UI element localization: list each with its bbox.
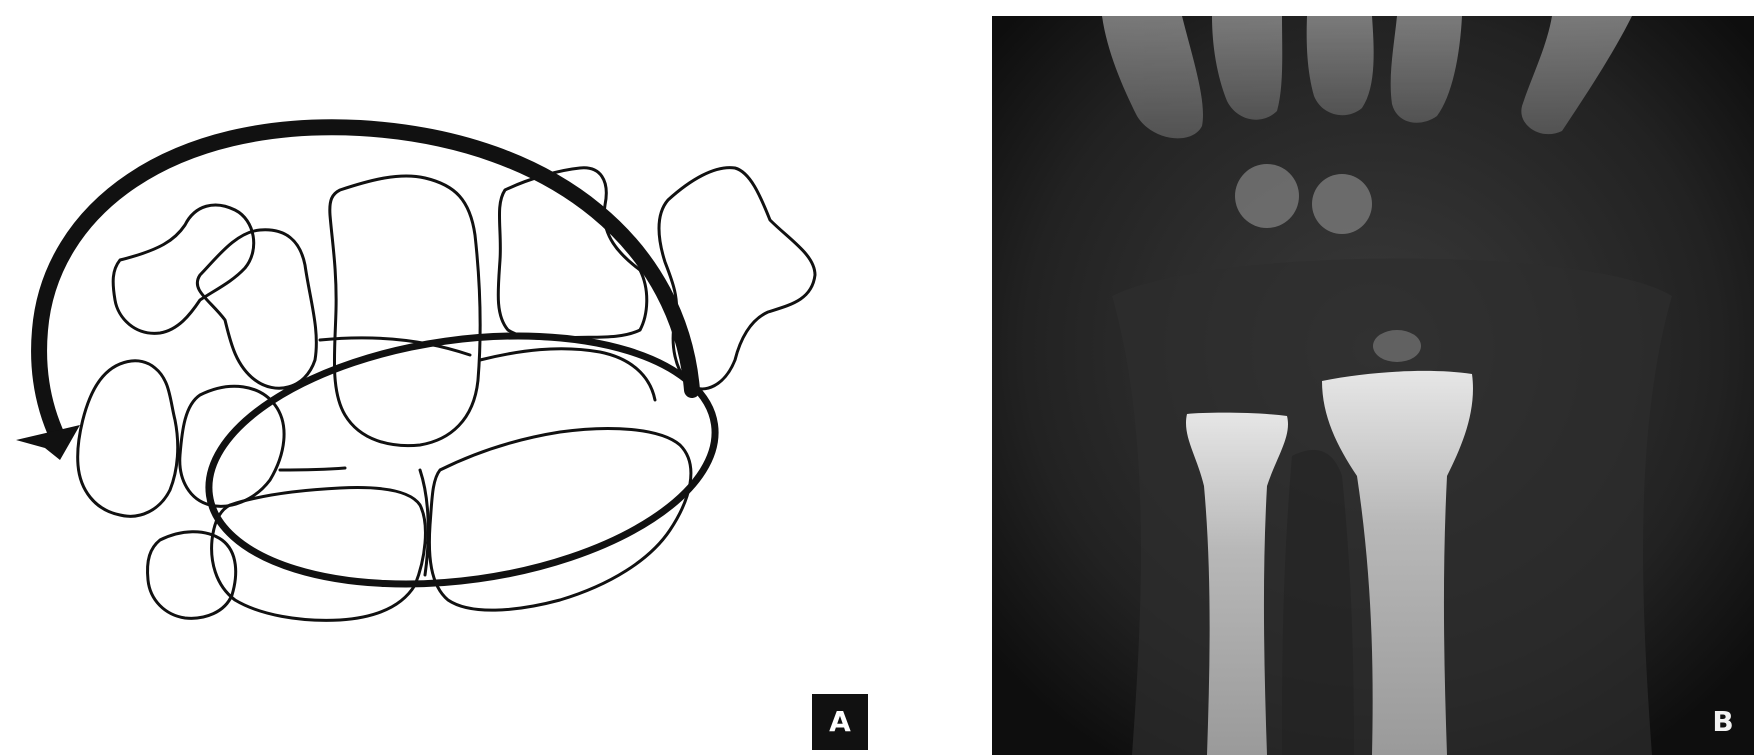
carpal-bone-outline <box>78 361 178 516</box>
panel-b-radiograph: B <box>992 16 1754 755</box>
carpal-ossification-center <box>1235 164 1299 228</box>
carpal-bone-outline <box>330 176 480 446</box>
panel-label-b: B <box>1695 694 1751 750</box>
carpal-bone-outline <box>148 532 236 619</box>
carpal-inner-line <box>280 468 345 470</box>
ossification-arrow <box>39 127 692 438</box>
carpal-ossification-center <box>1312 174 1372 234</box>
carpal-bone-outline <box>212 488 426 621</box>
radial-epiphysis <box>1373 330 1421 362</box>
carpal-inner-line <box>480 349 655 400</box>
panel-a-diagram: A <box>0 0 880 755</box>
carpal-bone-outline <box>197 230 316 388</box>
carpal-bone-outline <box>113 205 254 333</box>
metacarpal-bone <box>1307 16 1374 115</box>
wrist-xray <box>992 16 1754 755</box>
carpal-diagram <box>0 0 880 755</box>
panel-label-a: A <box>812 694 868 750</box>
